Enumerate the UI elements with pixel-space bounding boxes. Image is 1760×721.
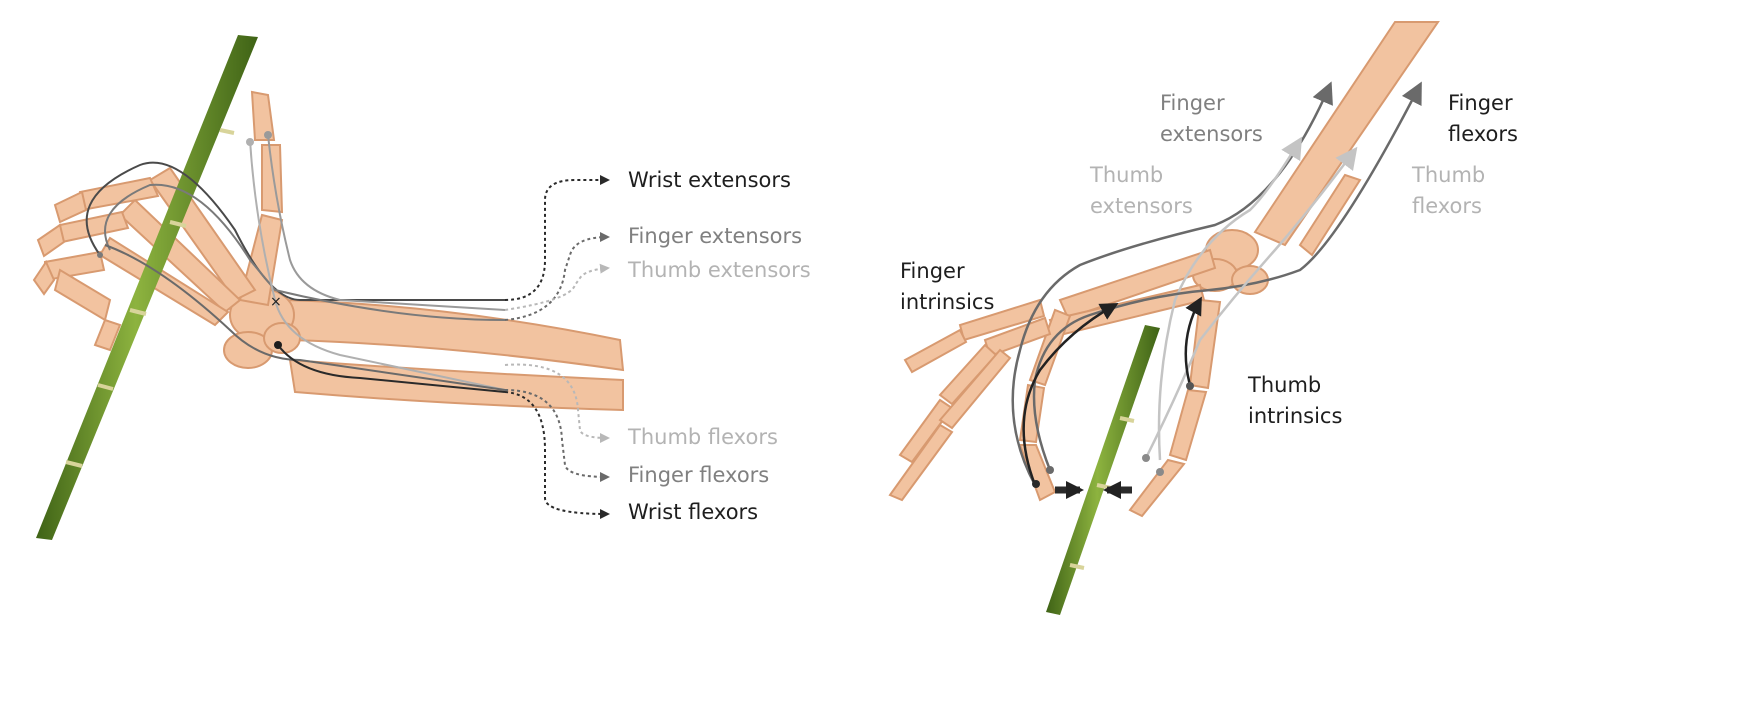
- label-right-thumb-intrinsics-line1: Thumb: [1248, 370, 1342, 401]
- label-right-finger-intrinsics: Finger intrinsics: [900, 256, 994, 318]
- label-right-finger-extensors: Finger extensors: [1160, 88, 1263, 150]
- label-right-finger-flexors: Finger flexors: [1448, 88, 1518, 150]
- connector-thumb-extensors: [505, 268, 608, 310]
- connector-finger-extensors: [505, 237, 608, 320]
- label-right-thumb-extensors-line1: Thumb: [1090, 160, 1193, 191]
- label-right-finger-extensors-line1: Finger: [1160, 88, 1263, 119]
- label-right-thumb-intrinsics: Thumb intrinsics: [1248, 370, 1342, 432]
- label-right-thumb-flexors-line1: Thumb: [1412, 160, 1485, 191]
- svg-text:×: ×: [270, 294, 282, 310]
- label-right-finger-intrinsics-line1: Finger: [900, 256, 994, 287]
- label-right-thumb-extensors: Thumb extensors: [1090, 160, 1193, 222]
- label-thumb-flexors: Thumb flexors: [628, 422, 778, 453]
- label-finger-extensors: Finger extensors: [628, 221, 802, 252]
- left-panel-illustration: ×: [34, 35, 623, 540]
- label-right-finger-intrinsics-line2: intrinsics: [900, 287, 994, 318]
- right-finger-bones: [890, 300, 1070, 500]
- label-wrist-flexors: Wrist flexors: [628, 497, 758, 528]
- right-forearm-bones: [1255, 22, 1438, 255]
- label-thumb-extensors: Thumb extensors: [628, 255, 811, 286]
- label-wrist-extensors: Wrist extensors: [628, 165, 791, 196]
- connector-wrist-extensors: [505, 180, 608, 300]
- left-forearm-bones: [285, 300, 623, 410]
- connector-wrist-flexors: [505, 392, 608, 514]
- label-right-finger-flexors-line1: Finger: [1448, 88, 1518, 119]
- label-right-thumb-flexors-line2: flexors: [1412, 191, 1485, 222]
- label-right-finger-extensors-line2: extensors: [1160, 119, 1263, 150]
- right-bamboo-stalk: [1046, 325, 1160, 615]
- label-right-thumb-intrinsics-line2: intrinsics: [1248, 401, 1342, 432]
- label-finger-flexors: Finger flexors: [628, 460, 769, 491]
- label-right-thumb-flexors: Thumb flexors: [1412, 160, 1485, 222]
- label-right-thumb-extensors-line2: extensors: [1090, 191, 1193, 222]
- label-right-finger-flexors-line2: flexors: [1448, 119, 1518, 150]
